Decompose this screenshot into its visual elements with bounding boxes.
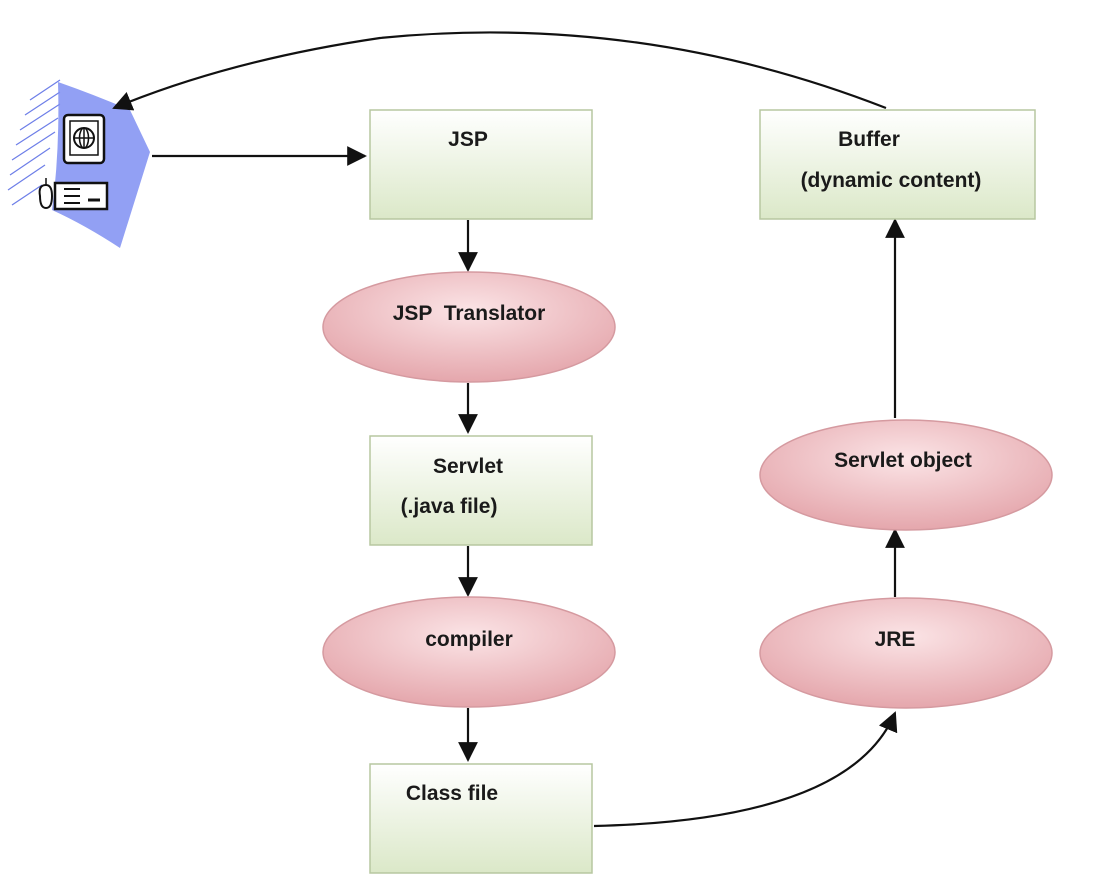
connectors <box>112 31 905 828</box>
node-servlet-object: Servlet object <box>759 419 1053 531</box>
node-buffer-sublabel: (dynamic content) <box>801 169 982 192</box>
node-jsp-translator: JSP Translator <box>322 271 616 383</box>
node-jre-label: JRE <box>875 628 916 651</box>
node-class-file: Class file <box>369 763 593 874</box>
node-class-file-label: Class file <box>406 782 498 805</box>
node-compiler: compiler <box>322 596 616 708</box>
node-buffer: Buffer (dynamic content) <box>759 109 1036 220</box>
node-jsp: JSP <box>369 109 593 220</box>
node-servlet-object-label: Servlet object <box>834 449 972 472</box>
client-streak-lines <box>7 79 61 206</box>
mouse-icon <box>38 183 54 210</box>
node-jsp-translator-label: JSP Translator <box>393 302 546 325</box>
arrow-buffer-to-client <box>112 31 887 111</box>
computer-monitor-icon[interactable] <box>7 79 150 248</box>
client-panel <box>52 82 150 248</box>
node-servlet: Servlet (.java file) <box>369 435 593 546</box>
node-buffer-label: Buffer <box>838 128 900 151</box>
cpu-case <box>53 181 109 211</box>
node-servlet-sublabel: (.java file) <box>401 495 498 518</box>
arrow-classfile-to-jre <box>593 711 898 828</box>
node-compiler-label: compiler <box>425 628 513 651</box>
node-jre: JRE <box>759 597 1053 709</box>
node-jsp-label: JSP <box>448 128 488 151</box>
node-servlet-label: Servlet <box>433 455 503 478</box>
